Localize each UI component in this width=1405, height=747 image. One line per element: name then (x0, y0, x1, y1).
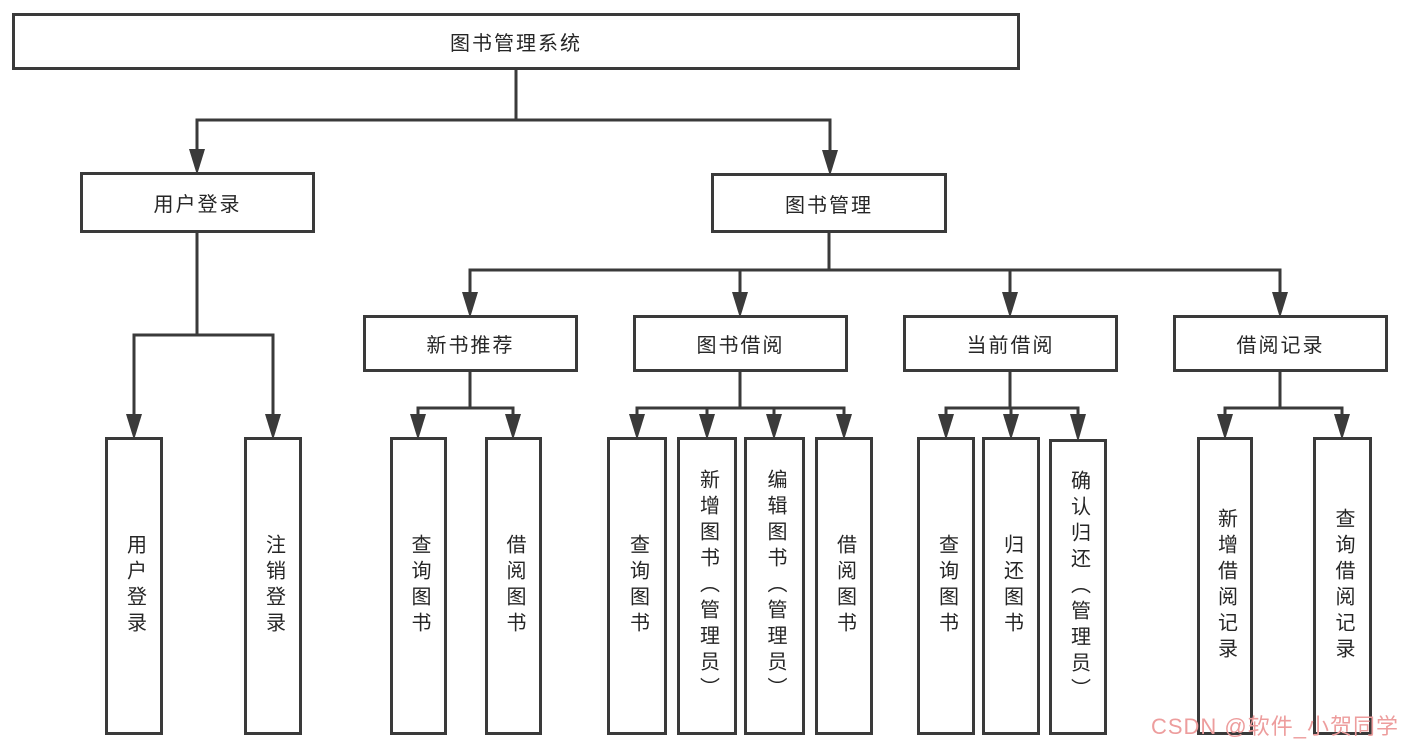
node-label: 注销登录 (262, 534, 285, 638)
node-user-login: 用户登录 (80, 172, 315, 233)
node-label: 图书管理 (785, 194, 873, 217)
leaf-current-return-books: 归还图书 (982, 437, 1040, 735)
leaf-current-confirm-return-admin: 确认归还（管理员） (1049, 439, 1107, 735)
node-label: 确认归还（管理员） (1067, 470, 1090, 704)
leaf-current-query-books: 查询图书 (917, 437, 975, 735)
leaf-records-query-record: 查询借阅记录 (1313, 437, 1372, 735)
node-label: 用户登录 (153, 194, 242, 216)
leaf-user-login: 用户登录 (105, 437, 163, 735)
node-borrow-records: 借阅记录 (1173, 315, 1388, 372)
node-label: 图书借阅 (696, 335, 785, 357)
leaf-records-add-record: 新增借阅记录 (1197, 437, 1253, 735)
node-label: 查询图书 (626, 534, 649, 638)
node-label: 借阅图书 (503, 534, 525, 638)
leaf-newbook-query-books: 查询图书 (390, 437, 447, 735)
leaf-logout: 注销登录 (244, 437, 302, 735)
node-label: 图书管理系统 (450, 33, 582, 55)
node-label: 用户登录 (123, 534, 146, 638)
leaf-borrow-add-books-admin: 新增图书（管理员） (677, 437, 737, 735)
node-book-management: 图书管理 (711, 173, 947, 233)
node-label: 新增借阅记录 (1214, 508, 1237, 664)
node-label: 归还图书 (1000, 534, 1023, 638)
node-current-borrowing: 当前借阅 (903, 315, 1118, 372)
node-book-borrowing: 图书借阅 (633, 315, 848, 372)
node-label: 编辑图书（管理员） (764, 469, 786, 703)
leaf-borrow-borrow-books: 借阅图书 (815, 437, 873, 735)
watermark: CSDN @软件_小贺同学 (1150, 714, 1399, 739)
node-library-system: 图书管理系统 (12, 13, 1020, 70)
node-label: 借阅图书 (833, 534, 856, 638)
leaf-newbook-borrow-books: 借阅图书 (485, 437, 542, 735)
node-label: 当前借阅 (966, 335, 1055, 357)
node-label: 查询图书 (935, 534, 958, 638)
node-label: 新书推荐 (426, 335, 515, 357)
node-label: 查询图书 (408, 534, 430, 638)
leaf-borrow-edit-books-admin: 编辑图书（管理员） (744, 437, 805, 735)
node-new-book-recommend: 新书推荐 (363, 315, 578, 372)
node-label: 查询借阅记录 (1332, 508, 1354, 664)
node-label: 新增图书（管理员） (696, 469, 719, 703)
node-label: 借阅记录 (1236, 335, 1325, 357)
leaf-borrow-query-books: 查询图书 (607, 437, 667, 735)
